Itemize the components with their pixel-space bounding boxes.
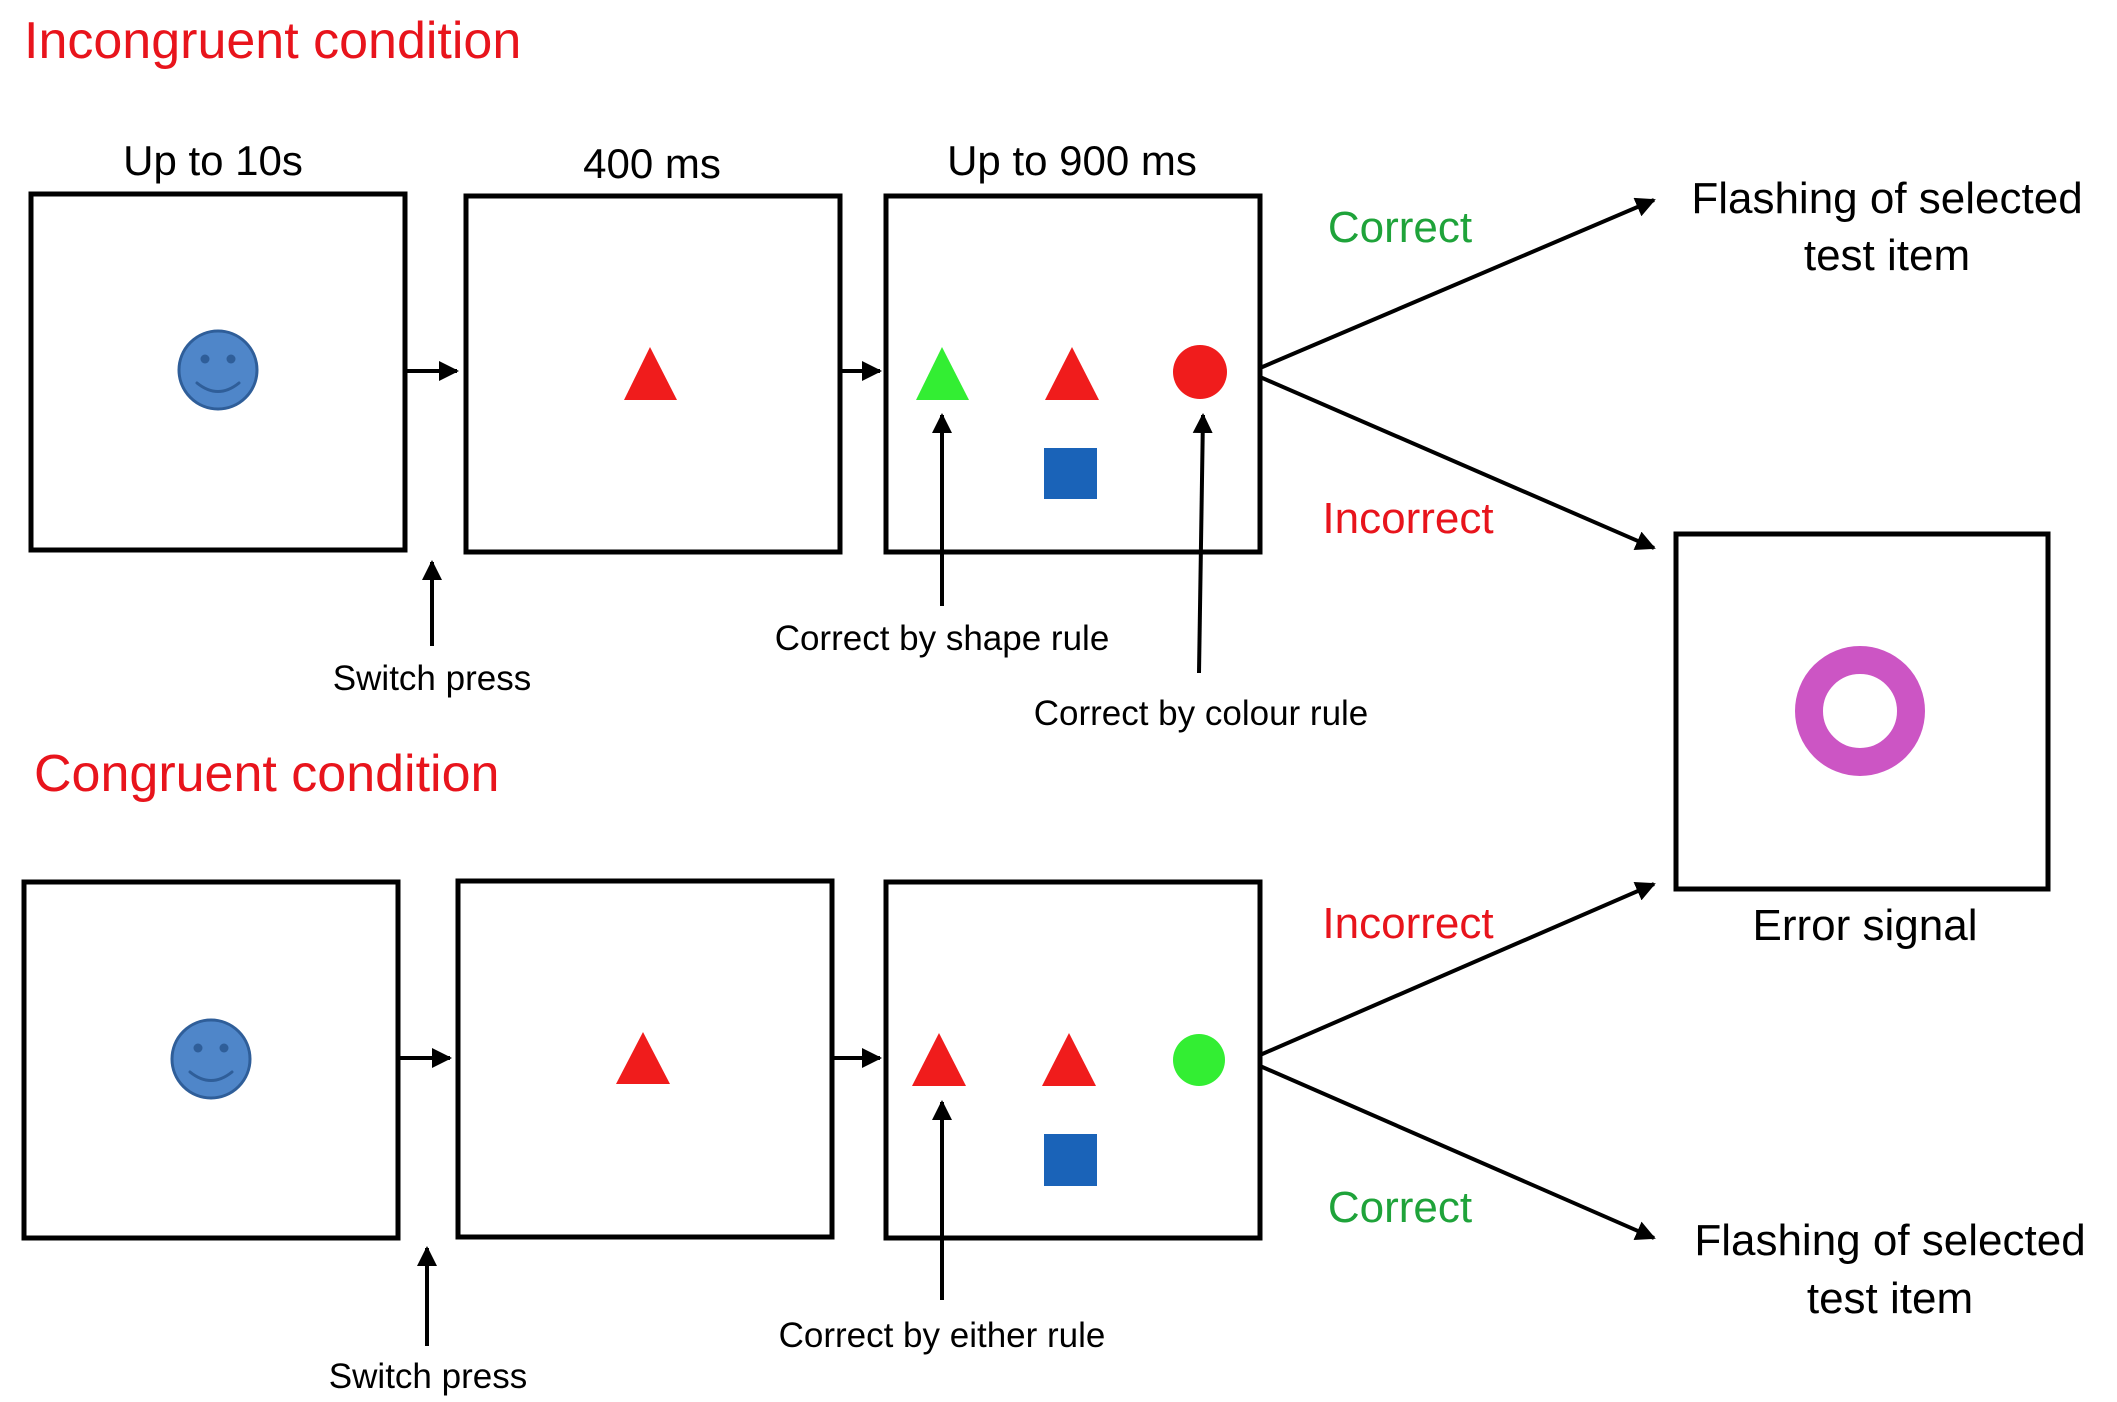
green-circle-icon xyxy=(1173,1034,1225,1086)
smiley-icon xyxy=(170,1018,252,1100)
red-triangle-icon xyxy=(1045,347,1099,400)
incongruent-panel-fixation xyxy=(28,191,408,553)
red-triangle-icon xyxy=(1042,1033,1096,1086)
blue-square-icon xyxy=(1044,448,1097,499)
red-triangle-icon xyxy=(912,1033,966,1086)
flashing-outcome-line-1: Flashing of selected xyxy=(1691,174,2082,223)
arrow-icon xyxy=(1259,881,1656,1057)
red-triangle-icon xyxy=(624,347,677,400)
green-triangle-icon xyxy=(916,347,969,400)
correct-by-shape-rule-label: Correct by shape rule xyxy=(775,619,1110,658)
blue-square-icon xyxy=(1044,1134,1097,1186)
correct-by-either-rule-label: Correct by either rule xyxy=(779,1316,1106,1355)
switch-press-label: Switch press xyxy=(329,1357,527,1396)
congruent-panel-fixation xyxy=(21,879,401,1241)
arrow-icon xyxy=(1192,413,1213,674)
flashing-outcome-line-2: test item xyxy=(1804,231,1970,280)
panel-frame xyxy=(1673,531,2051,892)
timing-label-3: Up to 900 ms xyxy=(947,137,1197,184)
incongruent-heading: Incongruent condition xyxy=(24,12,521,70)
correct-by-colour-rule-label: Correct by colour rule xyxy=(1034,694,1369,733)
arrow-icon xyxy=(1259,375,1656,551)
incongruent-panel-sample xyxy=(463,193,843,555)
congruent-panel-test xyxy=(883,879,1263,1241)
magenta-ring-icon xyxy=(1795,646,1925,776)
red-circle-icon xyxy=(1173,345,1227,399)
congruent-heading: Congruent condition xyxy=(34,745,499,803)
correct-outcome-label: Correct xyxy=(1328,1183,1472,1232)
incongruent-panel-test xyxy=(883,193,1263,555)
congruent-panel-sample xyxy=(455,878,835,1240)
incorrect-outcome-label: Incorrect xyxy=(1322,899,1493,948)
timing-label-1: Up to 10s xyxy=(123,137,303,184)
red-triangle-icon xyxy=(616,1032,670,1084)
error-signal-panel xyxy=(1673,531,2051,892)
incorrect-outcome-label: Incorrect xyxy=(1322,494,1493,543)
switch-press-label: Switch press xyxy=(333,659,531,698)
correct-outcome-label: Correct xyxy=(1328,203,1472,252)
arrow-icon xyxy=(1259,197,1656,370)
error-signal-label: Error signal xyxy=(1753,901,1978,950)
flashing-outcome-line-1: Flashing of selected xyxy=(1694,1216,2085,1265)
flashing-outcome-line-2: test item xyxy=(1807,1274,1973,1323)
timing-label-2: 400 ms xyxy=(583,140,721,187)
smiley-icon xyxy=(177,329,259,411)
arrow-icon xyxy=(1259,1064,1656,1240)
